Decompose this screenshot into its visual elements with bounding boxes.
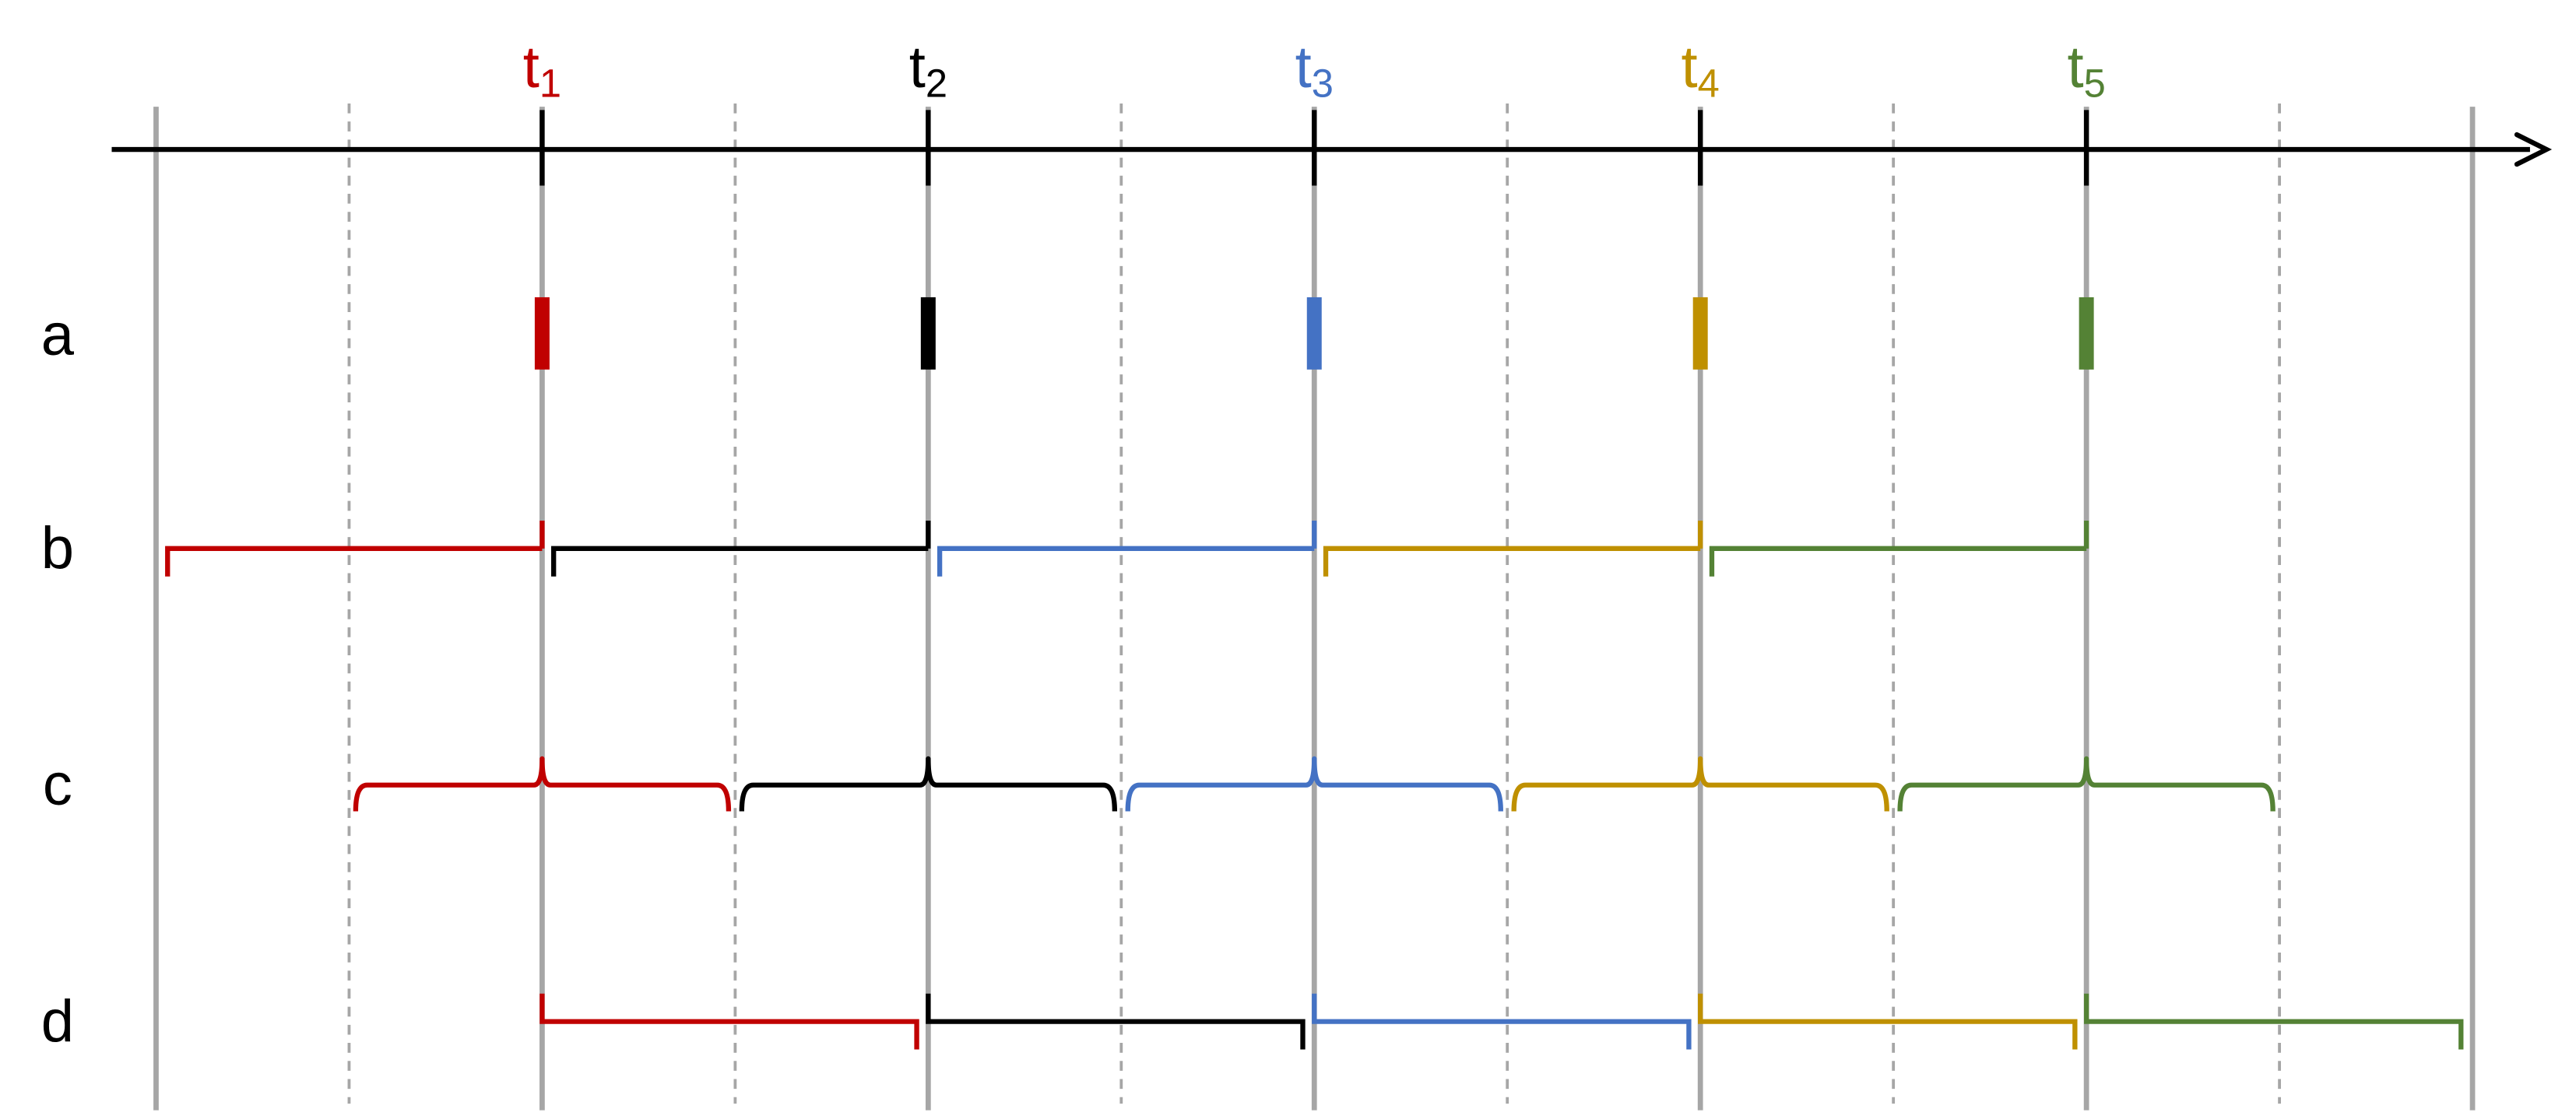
time-point-base: t [1682, 34, 1698, 100]
centered-interval [1897, 756, 2276, 812]
preceding-interval [551, 520, 931, 577]
time-point-label: t2 [909, 34, 947, 106]
time-point-label: t3 [1295, 34, 1334, 106]
following-interval [1698, 993, 2078, 1050]
preceding-interval [937, 520, 1317, 577]
centered-interval [1125, 756, 1503, 812]
time-point-subscript: 1 [539, 61, 561, 106]
axis-arrow-icon [2514, 132, 2553, 167]
centered-interval [739, 756, 1118, 812]
row-labels: a b c d [41, 302, 75, 1055]
time-axis [111, 110, 2553, 186]
time-point-base: t [909, 34, 926, 100]
time-point-marker [2079, 297, 2094, 370]
time-point-label: t5 [2067, 34, 2105, 106]
time-point-base: t [1295, 34, 1312, 100]
row-label-c: c [43, 752, 72, 818]
gridlines [153, 103, 2476, 1111]
following-interval [926, 993, 1306, 1050]
time-point-base: t [523, 34, 539, 100]
time-point-marker [534, 297, 550, 370]
time-point-label: t4 [1682, 34, 1720, 106]
preceding-interval [165, 520, 545, 577]
time-point-marker [920, 297, 936, 370]
time-point-subscript: 4 [1698, 61, 1720, 106]
time-point-marker [1692, 297, 1708, 370]
time-point-base: t [2067, 34, 2083, 100]
row-label-d: d [41, 988, 74, 1055]
interval-marks [165, 297, 2464, 1050]
centered-interval [353, 756, 732, 812]
time-point-subscript: 2 [926, 61, 947, 106]
time-point-subscript: 3 [1312, 61, 1334, 106]
row-label-a: a [41, 302, 75, 368]
following-interval [1312, 993, 1692, 1050]
following-interval [2083, 993, 2464, 1050]
time-point-label: t1 [523, 34, 561, 106]
preceding-interval [1709, 520, 2089, 577]
following-interval [539, 993, 919, 1050]
centered-interval [1511, 756, 1889, 812]
row-label-b: b [41, 515, 74, 581]
time-point-marker [1306, 297, 1322, 370]
preceding-interval [1323, 520, 1703, 577]
time-point-subscript: 5 [2084, 61, 2106, 106]
